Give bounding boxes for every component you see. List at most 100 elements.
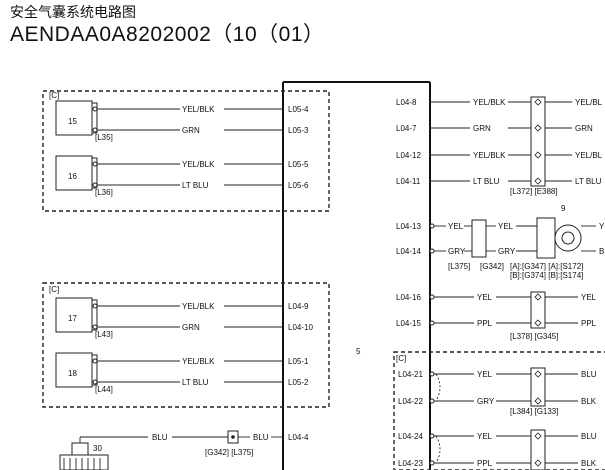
center-label: 5 [356,347,361,356]
sensor-18-connector [91,354,98,386]
connector-ref-mid: [L378] [G345] [510,332,558,341]
pin-circle [429,371,435,377]
wire-color-label: YEL [477,370,493,379]
pin-diamond [534,293,542,301]
sensor-15-pin-1 [92,106,98,112]
twisted-pair-marker [435,435,441,464]
sensor-16-number: 16 [68,172,77,181]
sensor-17-number: 17 [68,314,77,323]
wire-color-label: PPL [477,319,493,328]
wire-color-label: BLK [581,397,597,406]
page-title-chinese: 安全气囊系统电路图 [10,5,136,21]
wire-color-label: YEL [448,222,464,231]
component-9-connector [536,217,556,259]
pin-label: L04-15 [396,319,421,328]
wire-color-label: LT BLU [575,177,602,186]
pin-label-l04-4: L04-4 [288,433,309,442]
twisted-pair-marker [435,373,441,402]
wire-color-label: GRN [473,124,491,133]
pin-label: L04-14 [396,247,421,256]
sensor-17-pin-1 [92,303,98,309]
wire-color-label: YEL/BLK [473,98,506,107]
wire-color-label: YEL/BLK [473,151,506,160]
bracket-label-upper: [C] [49,91,59,100]
inline-connector-top [530,96,546,187]
wire-color-label: BLU [581,370,597,379]
wire-color-label: YEL/BL [575,151,603,160]
right-module-frame [393,351,605,470]
wire-color-label: YEL/BLK [182,357,215,366]
document-code: AENDAA0A8202002（10（01） [10,23,325,46]
sensor-17-conn-ref: [L43] [95,330,113,339]
wire-color-label: YEL [477,432,493,441]
pin-label: L04-12 [396,151,421,160]
pin-label: L04-9 [288,302,309,311]
connector-30: 30 BLU BLU L04-4 [G342] [L375] [59,430,309,470]
connector-ref-l375: [L375] [448,262,470,271]
wire-color-label: YEL [477,293,493,302]
wire-color-label: PPL [477,459,493,468]
wire-color-label: GRN [182,126,200,135]
connector-ref-a: [A]:[G347] [A]:[S172] [510,262,583,271]
pin-circle [429,433,435,439]
wire-color-label: BLK [581,459,597,468]
pin-circle [429,294,435,300]
sensor-18-pin-1 [92,358,98,364]
sensor-15-number: 15 [68,117,77,126]
sensor-17-pin-2 [92,324,98,330]
connector-ref-g342: [G342] [480,262,504,271]
pin-diamond [534,177,542,185]
inline-connector-bottom-2 [530,429,546,470]
pin-label: L04-24 [398,432,423,441]
inline-connector-mid [530,291,546,329]
wire-color-label: LT BLU [182,378,209,387]
connector-ref-bottom: [G342] [L375] [205,448,253,457]
sensor-16-pin-1 [92,161,98,167]
sensor-17-connector [91,299,98,331]
pin-label: L05-5 [288,160,309,169]
wire-color-label: GRN [575,124,593,133]
sensor-16-body [55,155,93,191]
pin-diamond [534,124,542,132]
sensor-18-conn-ref: [L44] [95,385,113,394]
sensor-18-number: 18 [68,369,77,378]
component-9-core [561,231,575,245]
sensor-17-body [55,297,93,333]
sensor-15-connector [91,102,98,134]
pin-label: L04-22 [398,397,423,406]
wire-color-label: PPL [581,319,597,328]
wire-color-label: GRY [498,247,516,256]
pin-circle [429,248,435,254]
pin-label: L05-1 [288,357,309,366]
pin-diamond [534,319,542,327]
connector-ref-bottom-right: [L384] [G133] [510,407,558,416]
sensor-15-conn-ref: [L35] [95,133,113,142]
pin-label: L05-4 [288,105,309,114]
wire-color-label: B [599,247,604,256]
sensor-16-connector [91,157,98,189]
wire-color-label: Y [599,222,605,231]
connector-ref-top: [L372] [E388] [510,187,558,196]
wire-color-label: GRY [448,247,466,256]
connector-ref-b: [B]:[G374] [B]:[S174] [510,271,583,280]
sensor-15-pin-2 [92,127,98,133]
wire-color-label: YEL [498,222,514,231]
pin-diamond [534,98,542,106]
left-module-frame-upper [42,90,330,212]
pin-label: L05-2 [288,378,309,387]
pin-circle [429,320,435,326]
pin-diamond [534,432,542,440]
pin-label: L04-13 [396,222,421,231]
pin-label: L05-6 [288,181,309,190]
sensor-16-pin-2 [92,182,98,188]
wire-color-label: BLU [581,432,597,441]
pin-label: L04-11 [396,177,421,186]
wire-color-label: YEL/BLK [182,105,215,114]
pin-label: L05-3 [288,126,309,135]
pin-label: L04-10 [288,323,313,332]
connector-30-number: 30 [93,444,102,453]
pin-label: L04-21 [398,370,423,379]
